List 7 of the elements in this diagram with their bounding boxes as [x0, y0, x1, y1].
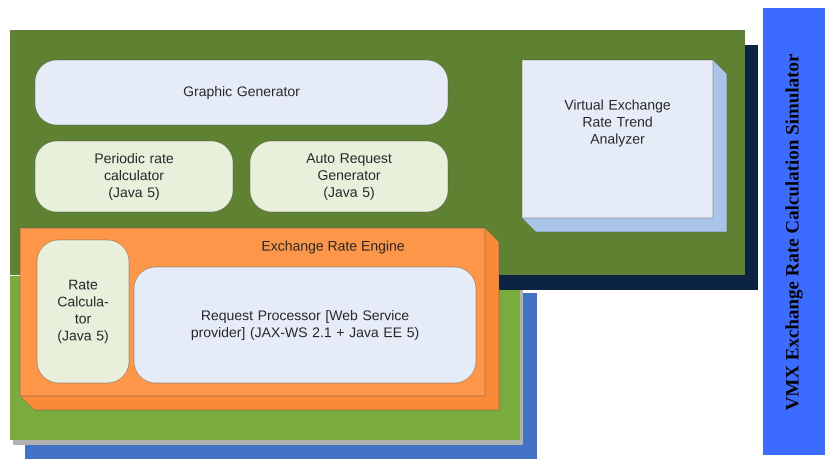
component-box: Request Processor [Web Service provider] (JAX-WS 2.1 + Java EE 5)	[134, 266, 476, 384]
component-box: Auto Request Generator (Java 5)	[250, 140, 448, 212]
component-box: Periodic rate calculator (Java 5)	[34, 140, 234, 212]
component-box: Graphic Generator	[34, 60, 448, 126]
component-box: Rate Calcula- tor (Java 5)	[36, 240, 130, 384]
component-box: Virtual Exchange Rate Trend Analyzer	[522, 60, 728, 232]
title-band: VMX Exchange Rate Calculation Simulator	[763, 8, 825, 455]
